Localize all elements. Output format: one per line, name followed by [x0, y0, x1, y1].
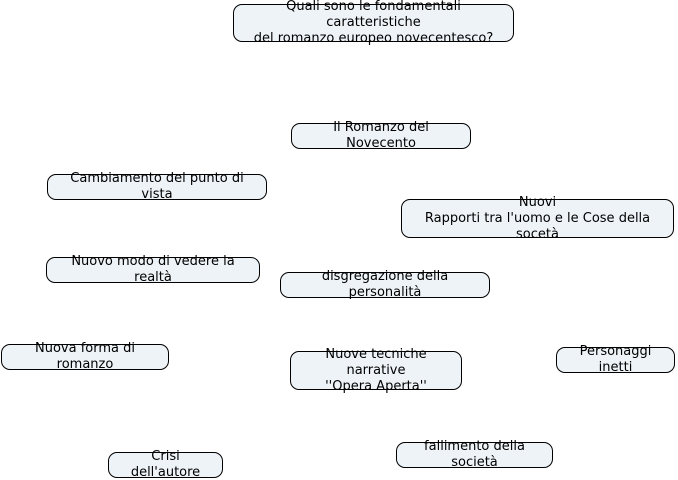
node-crisi-label: Crisi dell'autore [130, 449, 201, 480]
node-personaggi-label: Personaggi inetti [579, 344, 652, 375]
node-nuovo-modo-vedere-realta[interactable]: Nuovo modo di vedere la realtà [46, 254, 260, 285]
node-fallimento-societa[interactable]: fallimento della società [396, 439, 553, 470]
node-central-topic-label: Il Romanzo del Novecento [333, 120, 429, 151]
node-disgregazione-label: disgregazione della personalità [321, 269, 449, 300]
node-question[interactable]: Quali sono le fondamentali caratteristic… [233, 0, 514, 46]
node-cambiamento-label: Cambiamento del punto di vista [70, 171, 244, 202]
node-nuove-tecniche-label: Nuove tecniche narrative ''Opera Aperta'… [325, 346, 427, 394]
node-fallimento-label: fallimento della società [424, 439, 525, 470]
node-crisi-autore[interactable]: Crisi dell'autore [108, 449, 223, 480]
node-nuove-tecniche-narrative[interactable]: Nuove tecniche narrative ''Opera Aperta'… [290, 347, 462, 394]
node-nuovi-rapporti[interactable]: Nuovi Rapporti tra l'uomo e le Cose dell… [401, 195, 674, 242]
node-central-topic[interactable]: Il Romanzo del Novecento [291, 120, 471, 151]
node-nuova-forma-romanzo[interactable]: Nuova forma di romanzo [1, 341, 169, 372]
node-nuovo-modo-label: Nuovo modo di vedere la realtà [71, 254, 235, 285]
node-nuova-forma-label: Nuova forma di romanzo [35, 341, 135, 372]
node-disgregazione-personalita[interactable]: disgregazione della personalità [280, 269, 490, 300]
node-cambiamento-punto-di-vista[interactable]: Cambiamento del punto di vista [47, 171, 267, 202]
node-nuovi-rapporti-label: Nuovi Rapporti tra l'uomo e le Cose dell… [424, 194, 651, 242]
node-question-label: Quali sono le fondamentali caratteristic… [253, 0, 494, 46]
node-personaggi-inetti[interactable]: Personaggi inetti [556, 344, 675, 375]
